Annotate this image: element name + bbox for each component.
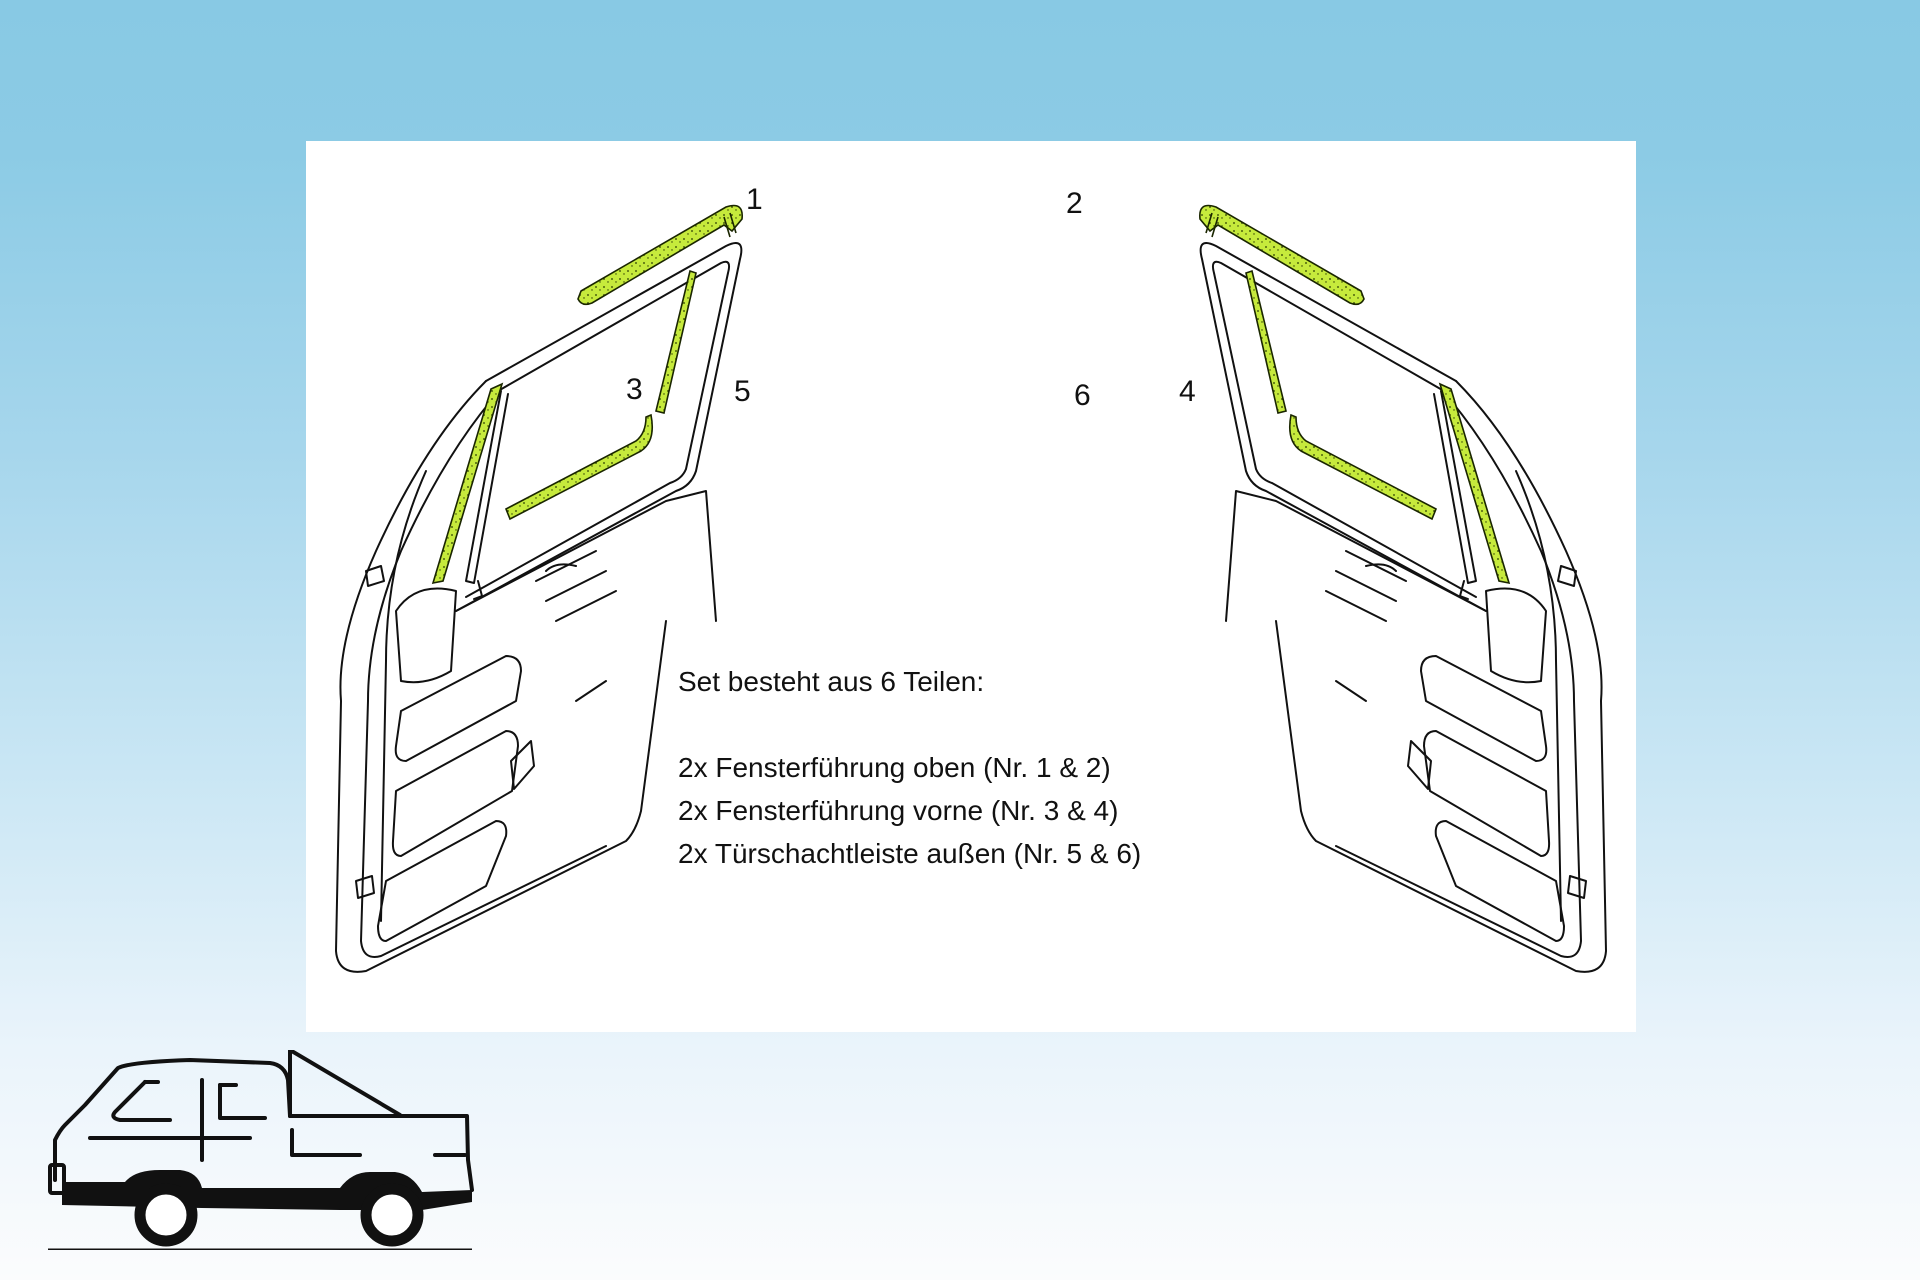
part-3-front-window-guide: [431, 382, 504, 585]
part-6-outer-beltline-strip: [1288, 413, 1438, 521]
left-door-seal-parts: [431, 204, 743, 585]
parts-list-heading: Set besteht aus 6 Teilen:: [678, 666, 985, 697]
callout-4: 4: [1179, 375, 1196, 408]
diagram-panel: 1 2 3 4 5 6 Set besteht aus 6 Teilen: 2x…: [306, 141, 1636, 1032]
parts-list-item: 2x Fensterführung vorne (Nr. 3 & 4): [678, 795, 1119, 826]
right-door-seal-parts: [1199, 204, 1511, 585]
callout-5: 5: [734, 375, 751, 408]
callout-3: 3: [626, 373, 643, 406]
parts-list-item: 2x Fensterführung oben (Nr. 1 & 2): [678, 752, 1111, 783]
part-1-top-window-guide: [577, 204, 743, 306]
door-seals-drawing: [335, 204, 1607, 973]
callout-6: 6: [1074, 379, 1091, 412]
part-2-top-window-guide: [1199, 204, 1365, 306]
callout-2: 2: [1066, 187, 1083, 220]
parts-list-item: 2x Türschachtleiste außen (Nr. 5 & 6): [678, 838, 1142, 869]
callout-1: 1: [746, 183, 763, 216]
part-4-front-window-guide: [1438, 382, 1511, 585]
right-door-outline: [1199, 242, 1607, 973]
pickup-truck-double-cab-icon: [48, 1050, 474, 1250]
parts-list: Set besteht aus 6 Teilen: 2x Fensterführ…: [678, 660, 1141, 875]
left-door-outline: [335, 242, 743, 973]
right-rear-window-channel: [1245, 269, 1287, 414]
left-rear-window-channel: [655, 269, 697, 414]
part-5-outer-beltline-strip: [504, 413, 654, 521]
